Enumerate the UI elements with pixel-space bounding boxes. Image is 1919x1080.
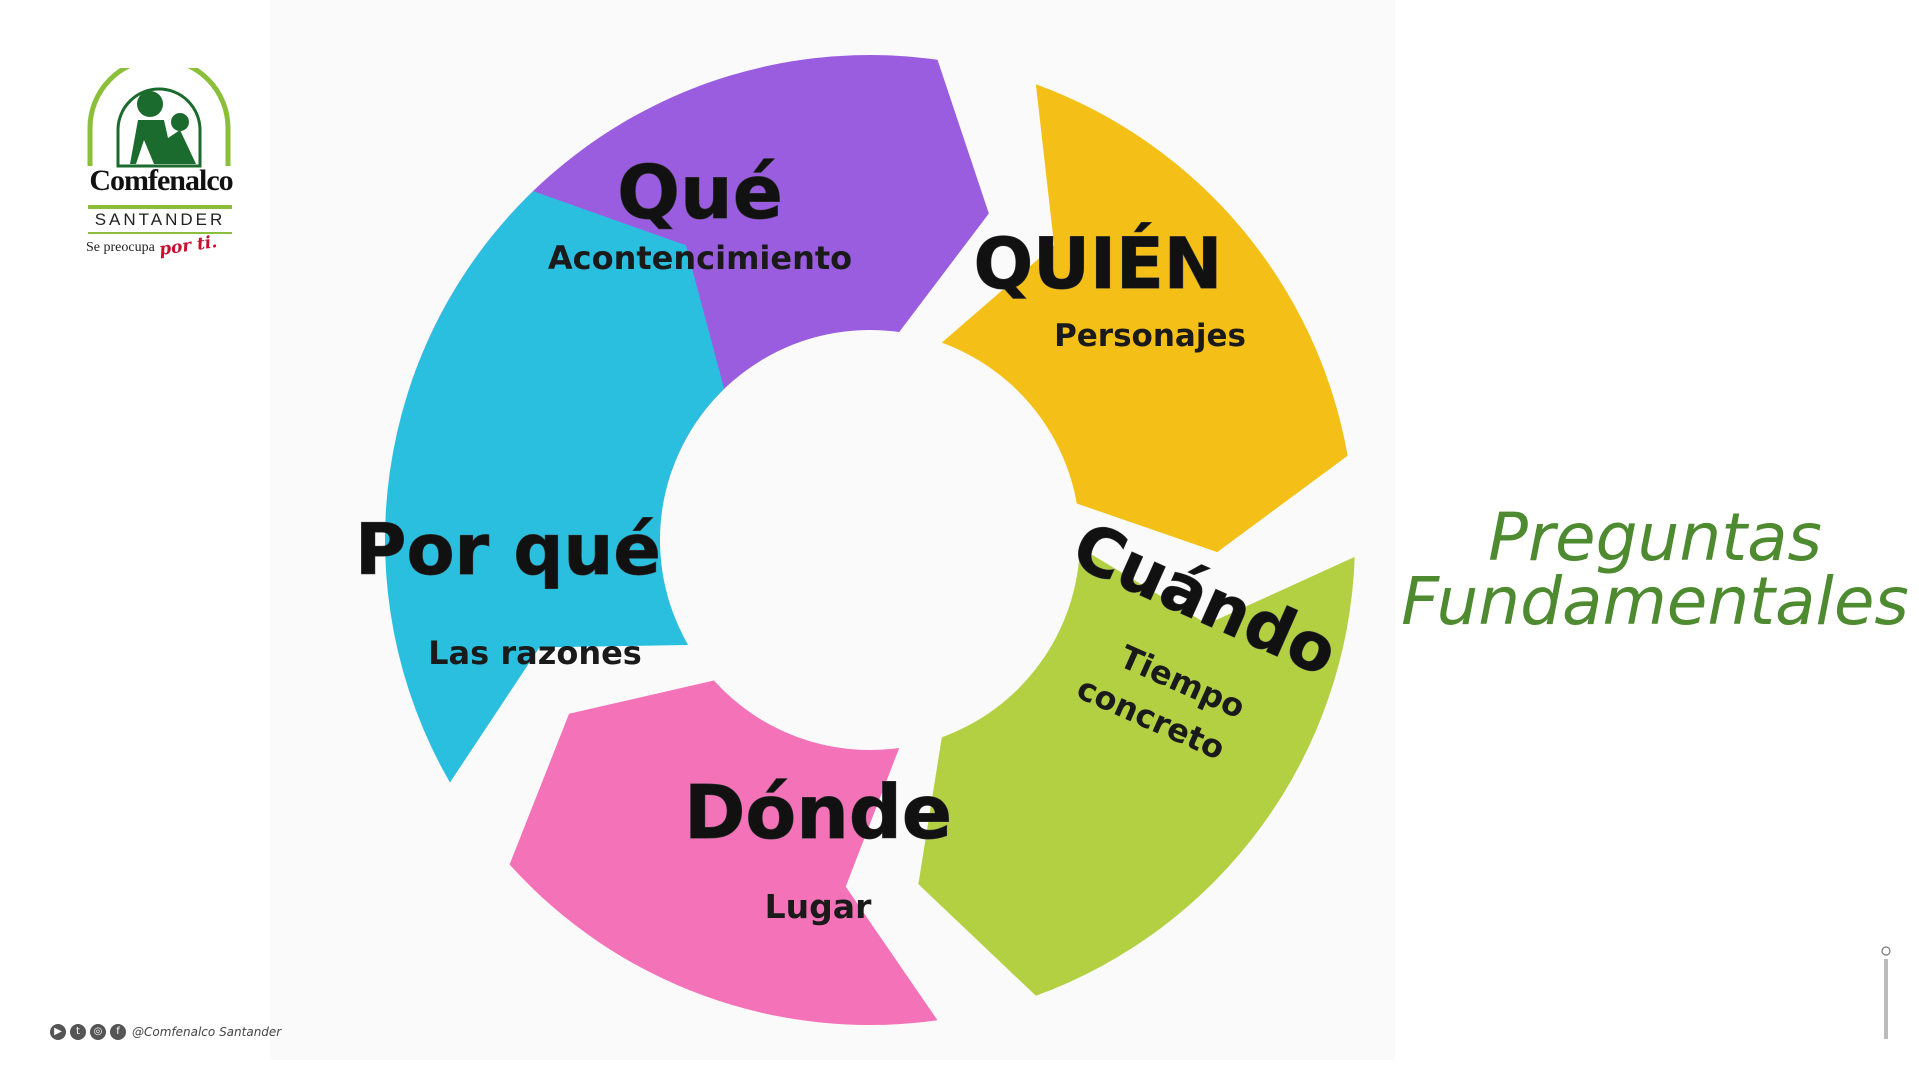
- logo-divider: [88, 205, 232, 209]
- cycle-segment-cuando: [918, 547, 1355, 996]
- page-title: Preguntas Fundamentales: [1395, 499, 1915, 640]
- segment-title-quien: QUIÉN: [974, 223, 1223, 305]
- social-handle: @Comfenalco Santander: [132, 1025, 282, 1039]
- page-title-line-2: Fundamentales: [1401, 563, 1909, 640]
- segment-title-porque: Por qué: [355, 509, 661, 591]
- segment-subtitle-donde: Lugar: [765, 887, 872, 926]
- comfenalco-logo-icon: [87, 68, 231, 168]
- twitter-icon: t: [70, 1024, 86, 1040]
- segment-subtitle-quien: Personajes: [1054, 318, 1246, 354]
- facebook-icon: f: [110, 1024, 126, 1040]
- cycle-segment-que: [411, 54, 989, 472]
- youtube-icon: ▶: [50, 1024, 66, 1040]
- logo-name: Comfenalco: [89, 164, 233, 197]
- segment-subtitle-porque: Las razones: [428, 634, 642, 672]
- logo-divider-bottom: [88, 232, 232, 234]
- social-footer: ▶ t ◎ f @Comfenalco Santander: [50, 1024, 281, 1040]
- logo-tagline-prefix: Se preocupa: [86, 240, 155, 255]
- cycle-segment-quien: [941, 84, 1348, 553]
- segment-title-que: Qué: [617, 150, 783, 236]
- segment-subtitle-que: Acontencimiento: [548, 239, 852, 277]
- logo-region: SANTANDER: [94, 210, 226, 229]
- page-title-line-1: Preguntas: [1488, 499, 1822, 576]
- cycle-segments: [384, 54, 1355, 1025]
- cycle-segment-porque: [384, 191, 725, 783]
- watermark-icon: [1881, 946, 1891, 1039]
- cycle-segment-donde: [509, 680, 938, 1025]
- segment-title-donde: Dónde: [684, 770, 952, 856]
- instagram-icon: ◎: [90, 1024, 106, 1040]
